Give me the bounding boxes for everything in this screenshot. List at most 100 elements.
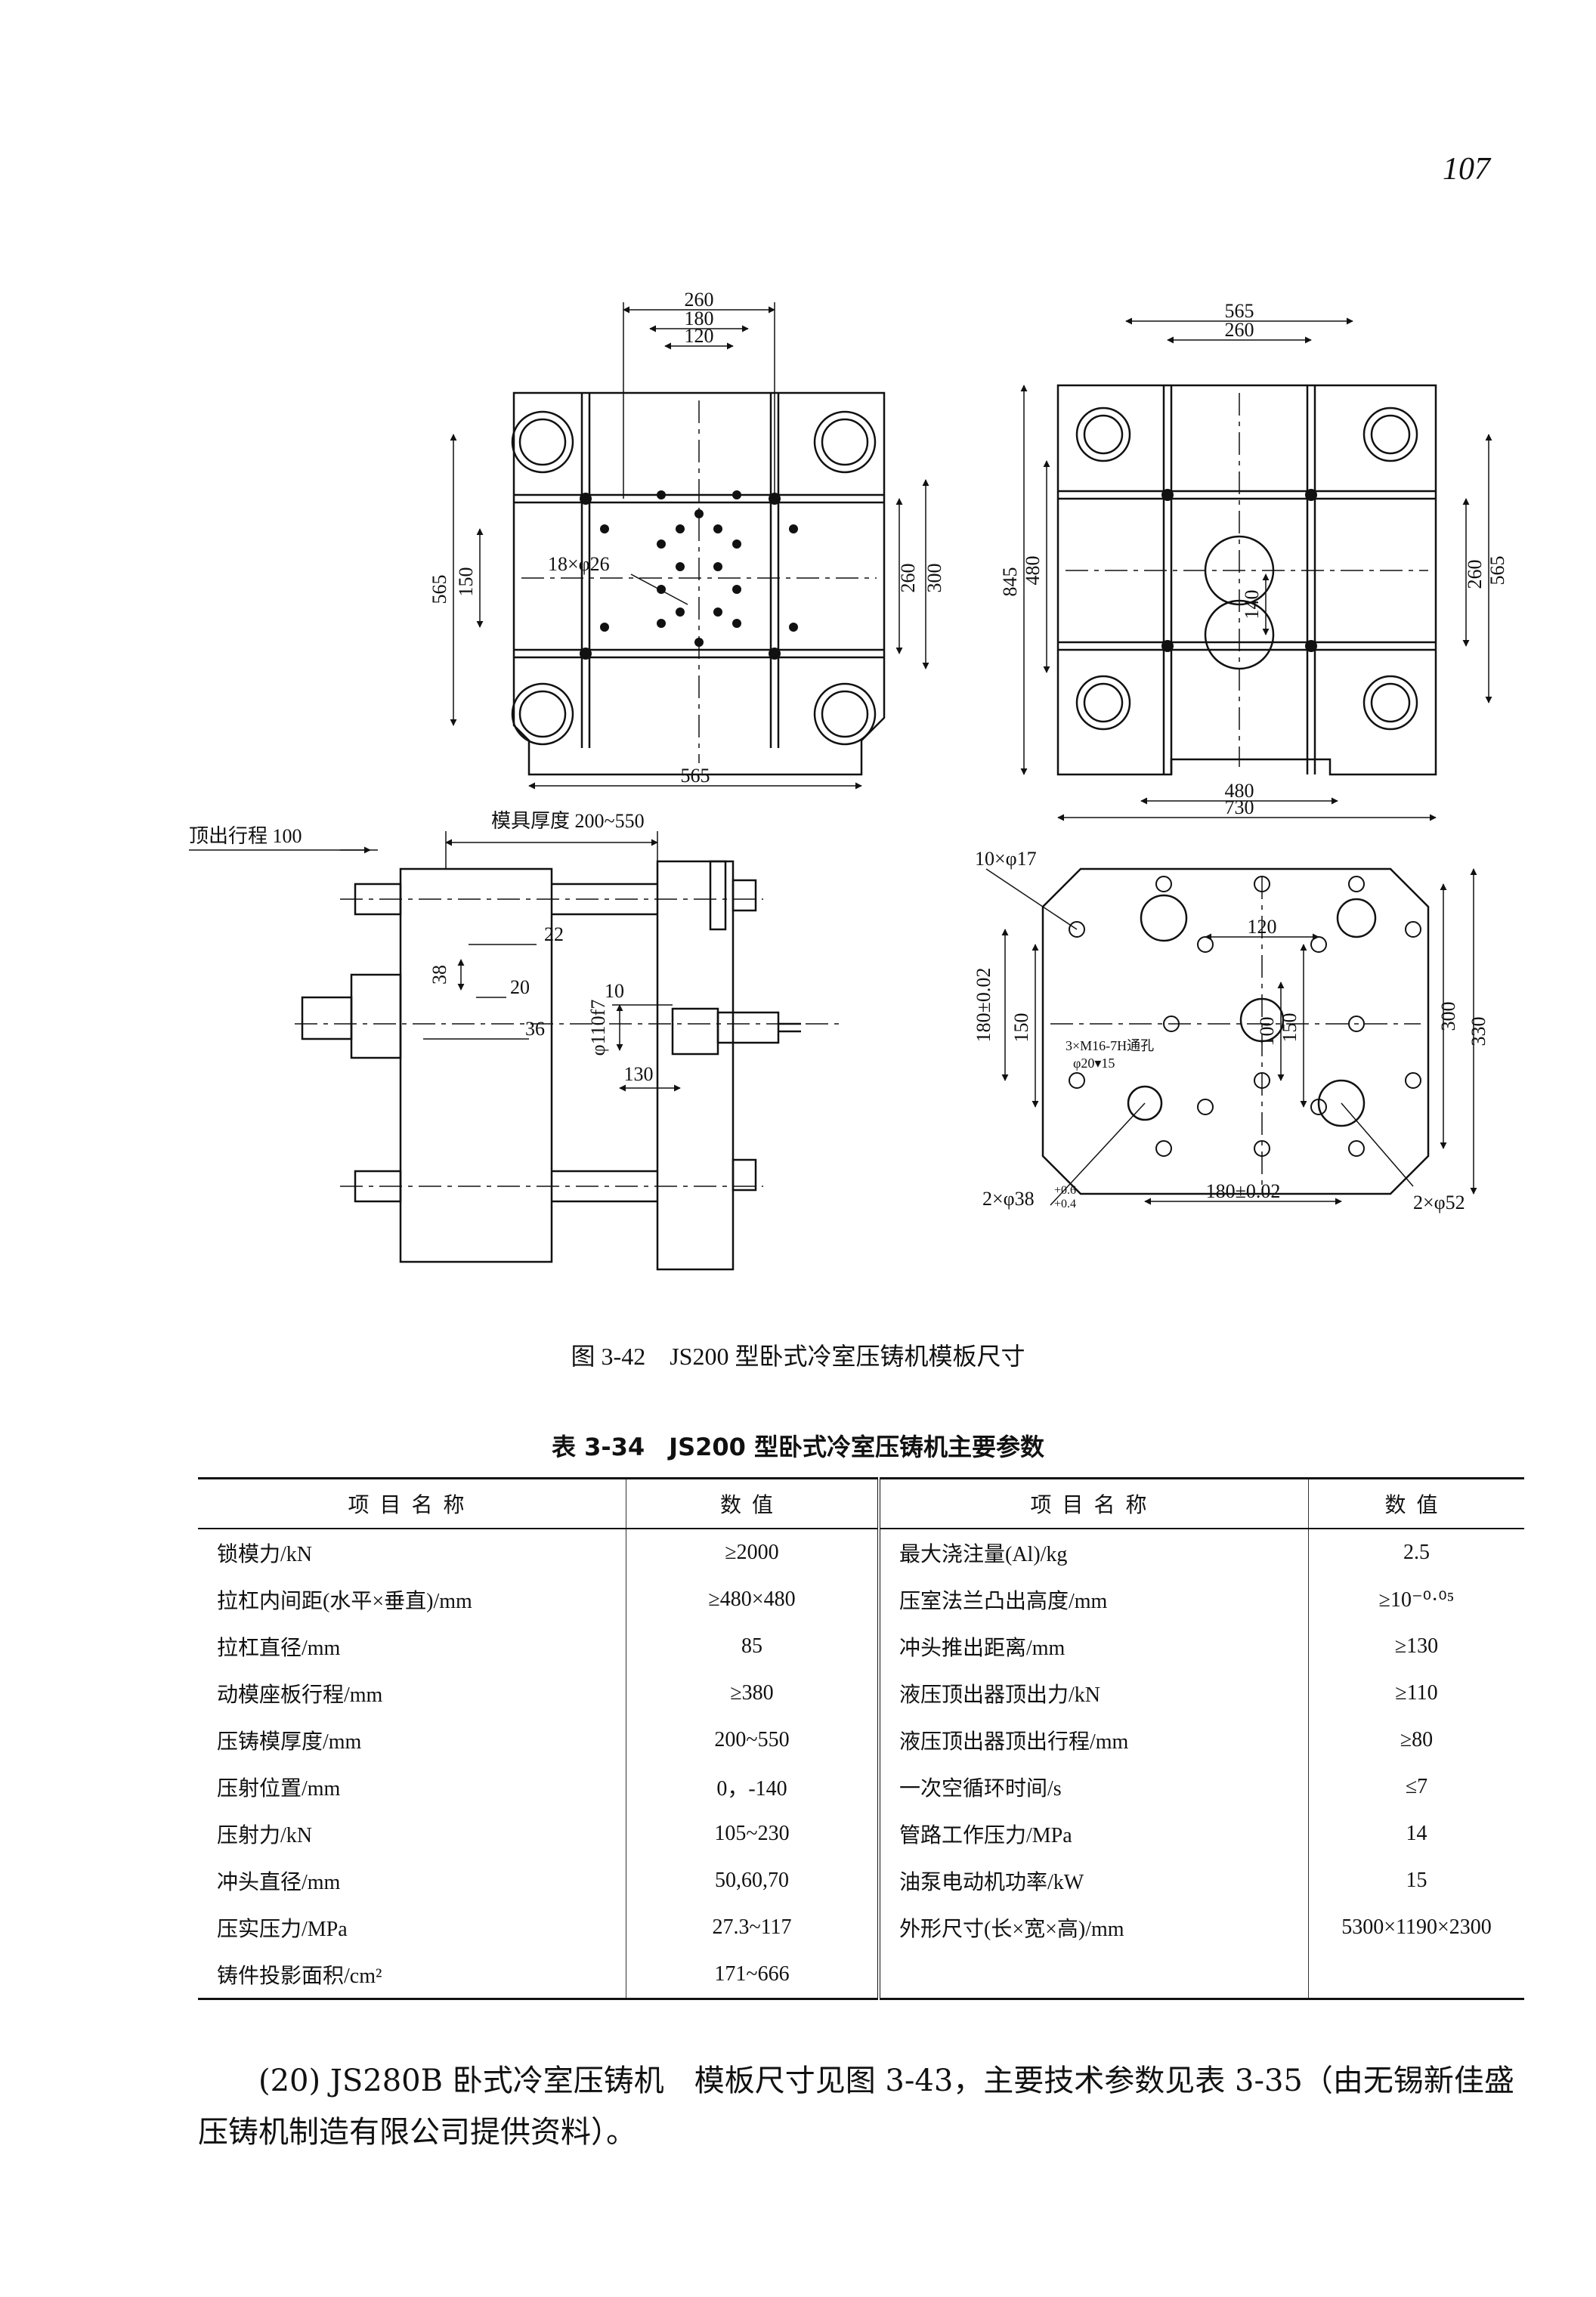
- bore-callout: 2×φ52: [1413, 1192, 1465, 1213]
- param-name: 动模座板行程/mm: [217, 1683, 383, 1707]
- param-value: 85: [626, 1623, 879, 1670]
- side-view-dimensions: [189, 831, 681, 1092]
- page-number: 107: [1443, 152, 1490, 187]
- dim-label: 130: [624, 1063, 654, 1085]
- dim-label: 36: [525, 1018, 545, 1040]
- dim-label: 120: [1248, 916, 1277, 938]
- top-right-plate: [1056, 384, 1437, 776]
- dim-label: 140: [1241, 590, 1263, 620]
- param-name: 油泵电动机功率/kW: [877, 1857, 1309, 1904]
- param-name: 一次空循环时间/s: [877, 1764, 1309, 1810]
- dim-label: 565: [1225, 300, 1254, 322]
- param-value: ≥380: [626, 1670, 879, 1717]
- dim-label: 260: [1225, 319, 1254, 341]
- param-value: ≥2000: [626, 1529, 879, 1576]
- top-left-plate: [511, 391, 886, 776]
- param-name: 铸件投影面积/cm²: [198, 1951, 626, 2000]
- dim-label: 180±0.02: [973, 968, 994, 1043]
- table-row: 拉杠直径/mm 85 冲头推出距离/mm ≥130: [198, 1623, 1524, 1670]
- param-value: 50,60,70: [626, 1857, 879, 1904]
- thread-sub-callout: φ20▾15: [1073, 1056, 1115, 1071]
- dim-label: 330: [1468, 1017, 1489, 1046]
- dim-label: 100: [1256, 1017, 1278, 1046]
- param-name: 压射位置/mm: [217, 1777, 341, 1801]
- table-row: 动模座板行程/mm ≥380 液压顶出器顶出力/kN ≥110: [198, 1670, 1524, 1717]
- param-value: 171~666: [626, 1951, 879, 2000]
- param-value: ≥110: [1308, 1670, 1524, 1717]
- param-name: 拉杠内间距(水平×垂直)/mm: [217, 1590, 472, 1613]
- body-paragraph: (20) JS280B 卧式冷室压铸机 模板尺寸见图 3-43，主要技术参数见表…: [198, 2064, 1514, 2150]
- table-row: 冲头直径/mm 50,60,70 油泵电动机功率/kW 15: [198, 1857, 1524, 1904]
- table-row: 锁模力/kN ≥2000 最大浇注量(Al)/kg 2.5: [198, 1529, 1524, 1576]
- dim-label: 20: [510, 976, 530, 998]
- bottom-right-holes: [1069, 876, 1421, 1157]
- param-name: 液压顶出器顶出行程/mm: [877, 1717, 1309, 1764]
- table-row: 压射位置/mm 0，-140 一次空循环时间/s ≤7: [198, 1764, 1524, 1810]
- dim-label: 180±0.02: [1206, 1180, 1281, 1202]
- top-left-dimensions: [450, 302, 929, 790]
- dim-label: 22: [544, 923, 564, 945]
- header-name: 项目名称: [877, 1477, 1309, 1529]
- table-row: 压实压力/MPa 27.3~117 外形尺寸(长×宽×高)/mm 5300×11…: [198, 1904, 1524, 1951]
- param-value: 200~550: [626, 1717, 879, 1764]
- param-name: 压实压力/MPa: [217, 1918, 348, 1941]
- top-left-dim-labels: 260 180 120 565 150 260 300 565 18×φ26: [428, 289, 945, 787]
- parameter-table: 项目名称 数值 项目名称 数值 锁模力/kN ≥2000 最大浇注量(Al)/k…: [198, 1477, 1524, 2000]
- param-value: 15: [1308, 1857, 1524, 1904]
- table-row: 拉杠内间距(水平×垂直)/mm ≥480×480 压室法兰凸出高度/mm ≥10…: [198, 1576, 1524, 1623]
- dim-label: 480: [1225, 780, 1254, 802]
- dim-label: 565: [428, 575, 450, 604]
- thread-callout: 3×M16-7H通孔: [1066, 1038, 1154, 1053]
- hole-callout: 10×φ17: [975, 848, 1037, 870]
- eject-stroke-label: 顶出行程 100: [189, 825, 302, 847]
- dim-label: 480: [1022, 556, 1044, 586]
- dim-label: 150: [455, 567, 477, 597]
- param-name: [877, 1951, 1309, 2000]
- header-value: 数值: [1308, 1477, 1524, 1529]
- bore-callout: 2×φ38: [982, 1188, 1035, 1210]
- tolerance-lower: +0.4: [1054, 1198, 1076, 1210]
- table-title: 表 3-34 JS200 型卧式冷室压铸机主要参数: [551, 1433, 1045, 1461]
- param-value: 5300×1190×2300: [1308, 1904, 1524, 1951]
- param-name: 压射力/kN: [217, 1824, 313, 1847]
- dim-label: 260: [685, 289, 714, 311]
- table-row: 压射力/kN 105~230 管路工作压力/MPa 14: [198, 1810, 1524, 1857]
- dim-label: 565: [1486, 556, 1508, 586]
- bottom-right-plate: [1041, 867, 1430, 1195]
- top-right-holes: [1161, 489, 1317, 652]
- dim-label: 565: [681, 765, 710, 787]
- param-value: ≥480×480: [626, 1576, 879, 1623]
- dim-label: 845: [999, 567, 1021, 597]
- dim-label: 120: [685, 325, 714, 347]
- param-value: ≥10⁻⁰·⁰⁵: [1308, 1576, 1524, 1623]
- dim-label: 150: [1279, 1013, 1301, 1043]
- dim-label: 260: [897, 564, 919, 593]
- bore-label: φ110f7: [587, 1000, 609, 1056]
- param-value: 2.5: [1308, 1529, 1524, 1576]
- top-right-dimensions: [1020, 317, 1492, 821]
- tolerance-upper: +0.6: [1054, 1184, 1076, 1197]
- param-name: 最大浇注量(Al)/kg: [877, 1529, 1309, 1576]
- param-name: 冲头直径/mm: [217, 1871, 341, 1894]
- param-value: ≥80: [1308, 1717, 1524, 1764]
- bottom-right-labels: 10×φ17 120 180±0.02 150 100 150 300 330 …: [973, 848, 1489, 1213]
- side-view-labels: 顶出行程 100 模具厚度 200~550 22 38 20 36 10 φ11…: [189, 810, 654, 1085]
- param-name: 压室法兰凸出高度/mm: [877, 1576, 1309, 1623]
- param-name: 锁模力/kN: [217, 1543, 313, 1566]
- param-name: 管路工作压力/MPa: [877, 1810, 1309, 1857]
- param-name: 拉杠直径/mm: [217, 1637, 341, 1660]
- top-left-holes: [580, 490, 798, 660]
- dim-label: 150: [1010, 1013, 1032, 1043]
- param-value: 0，-140: [626, 1764, 879, 1810]
- hole-callout: 18×φ26: [548, 553, 610, 575]
- mold-thickness-label: 模具厚度 200~550: [491, 810, 645, 832]
- param-value: 27.3~117: [626, 1904, 879, 1951]
- dim-label: 10: [605, 980, 624, 1002]
- dim-label: 300: [923, 564, 945, 593]
- param-value: 105~230: [626, 1810, 879, 1857]
- side-view: [295, 860, 839, 1271]
- param-value: [1308, 1951, 1524, 2000]
- dim-label: 730: [1225, 796, 1254, 818]
- param-name: 液压顶出器顶出力/kN: [877, 1670, 1309, 1717]
- top-right-dim-labels: 565 260 845 480 140 260 565 480 730: [999, 300, 1508, 818]
